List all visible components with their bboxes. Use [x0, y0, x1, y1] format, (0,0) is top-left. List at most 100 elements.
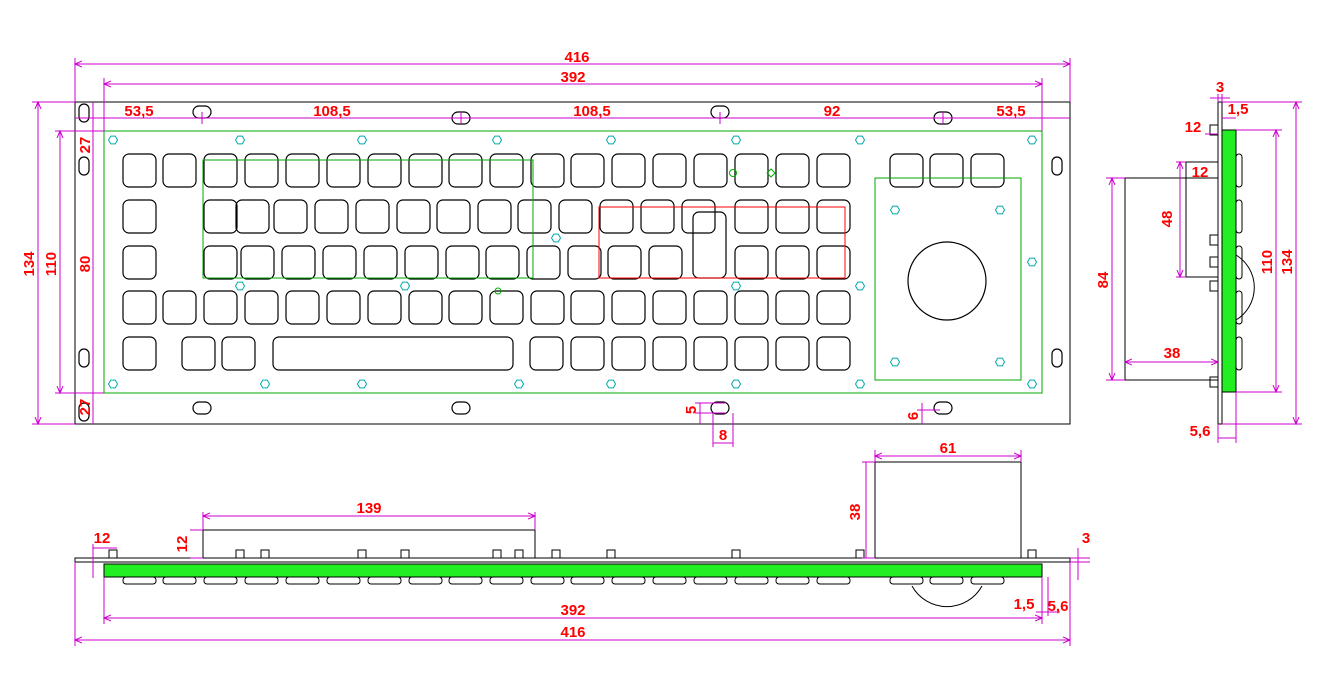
keycap [599, 199, 634, 234]
bottom-keycaps [122, 576, 1005, 585]
keycap [244, 290, 279, 325]
keycap [693, 336, 728, 371]
trackball [907, 241, 987, 321]
keycap [221, 336, 256, 371]
bottom-keycap [570, 576, 605, 585]
side-hole [78, 103, 90, 123]
side-pcb [1221, 129, 1237, 393]
keycap [122, 290, 157, 325]
dim-hole-pitch-1: 108,5 [313, 103, 351, 120]
keycap [477, 199, 512, 234]
stud [108, 549, 118, 559]
dim-mounting-span: 392 [560, 69, 585, 86]
keycap [816, 336, 851, 371]
keycap [692, 211, 727, 279]
dim-side-trackball-height: 84 [1095, 271, 1112, 288]
keycap [734, 336, 769, 371]
stud [514, 549, 524, 559]
dim-hole-pitch-edge-right: 53,5 [996, 103, 1025, 120]
keycap [240, 245, 275, 280]
bottom-keycap [367, 576, 402, 585]
keycap [775, 199, 810, 234]
stud [357, 549, 367, 559]
nut [730, 281, 742, 291]
keycap [489, 290, 524, 325]
marker-green-diamond [766, 168, 776, 178]
stud [1209, 280, 1219, 292]
dim-bottom-panel-thickness: 1,5 [1014, 596, 1035, 613]
bottom-trackball-arc [911, 585, 983, 608]
keycap [404, 245, 439, 280]
keycap [816, 153, 851, 188]
keycap [734, 245, 769, 280]
trackball-module [874, 177, 1022, 381]
nut [730, 379, 742, 389]
keycap [775, 153, 810, 188]
dim-plate-height: 80 [77, 256, 94, 273]
stud [855, 549, 865, 559]
dim-margin-top: 27 [77, 137, 94, 154]
side-keycap [1235, 153, 1243, 188]
bottom-keycap [285, 576, 320, 585]
dim-overall-height: 134 [21, 251, 38, 277]
keycap [607, 245, 642, 280]
stud [1027, 549, 1037, 559]
keycap [285, 290, 320, 325]
side-keycaps [1235, 153, 1243, 371]
stud [551, 549, 561, 559]
keycap [734, 153, 769, 188]
keycap [775, 290, 810, 325]
key-grid [122, 153, 1005, 371]
nut [994, 205, 1006, 215]
keycap [970, 153, 1005, 188]
keycap [448, 290, 483, 325]
keycap [530, 153, 565, 188]
keycap [929, 153, 964, 188]
nut [234, 135, 246, 145]
keycap [408, 153, 443, 188]
side-panel [1217, 101, 1223, 425]
nut [550, 233, 562, 243]
keycap [314, 199, 349, 234]
keycap [162, 153, 197, 188]
keycap [889, 153, 924, 188]
bottom-studs [108, 549, 1037, 559]
front-plate-outline [103, 130, 1043, 394]
side-hole [78, 402, 90, 422]
bottom-keycap [693, 576, 728, 585]
bottom-view [74, 461, 1071, 608]
keycap [181, 336, 216, 371]
keycap [122, 199, 157, 234]
dim-hole-pitch-3: 92 [824, 103, 841, 120]
side-trackball-housing [1124, 177, 1219, 381]
front-dimension-labels: 416 392 53,5 108,5 108,5 92 53,5 134 110… [21, 49, 1026, 444]
keycap [272, 336, 514, 371]
dim-slot-radius: 6 [905, 412, 922, 420]
dim-bottom-top-thickness: 3 [1082, 530, 1090, 547]
keycap [436, 199, 471, 234]
bottom-keycap [122, 576, 157, 585]
stud [1209, 124, 1219, 136]
keycap [285, 153, 320, 188]
keycap [489, 153, 524, 188]
mounting-nuts [107, 135, 1038, 389]
mounting-slot [192, 401, 212, 415]
dim-overall-width: 416 [564, 49, 589, 66]
bottom-trackball-housing [874, 461, 1022, 559]
mounting-slot [451, 401, 471, 415]
dim-hole-pitch-edge-left: 53,5 [124, 103, 153, 120]
side-view [1124, 101, 1255, 425]
side-keycap [1235, 290, 1243, 325]
keycap [162, 290, 197, 325]
keycap [122, 336, 157, 371]
dim-bottom-edge-offset: 5,6 [1048, 598, 1069, 615]
bottom-keycap [408, 576, 443, 585]
bottom-keycap [970, 576, 1005, 585]
bottom-keycap [203, 576, 238, 585]
side-hole [78, 156, 90, 176]
dim-side-stud-offset-2: 12 [1192, 164, 1209, 181]
dim-bottom-overall-width: 416 [560, 624, 585, 641]
nut [854, 281, 866, 291]
dim-bottom-stud-offset: 12 [94, 530, 111, 547]
bottom-pcb [103, 563, 1043, 578]
